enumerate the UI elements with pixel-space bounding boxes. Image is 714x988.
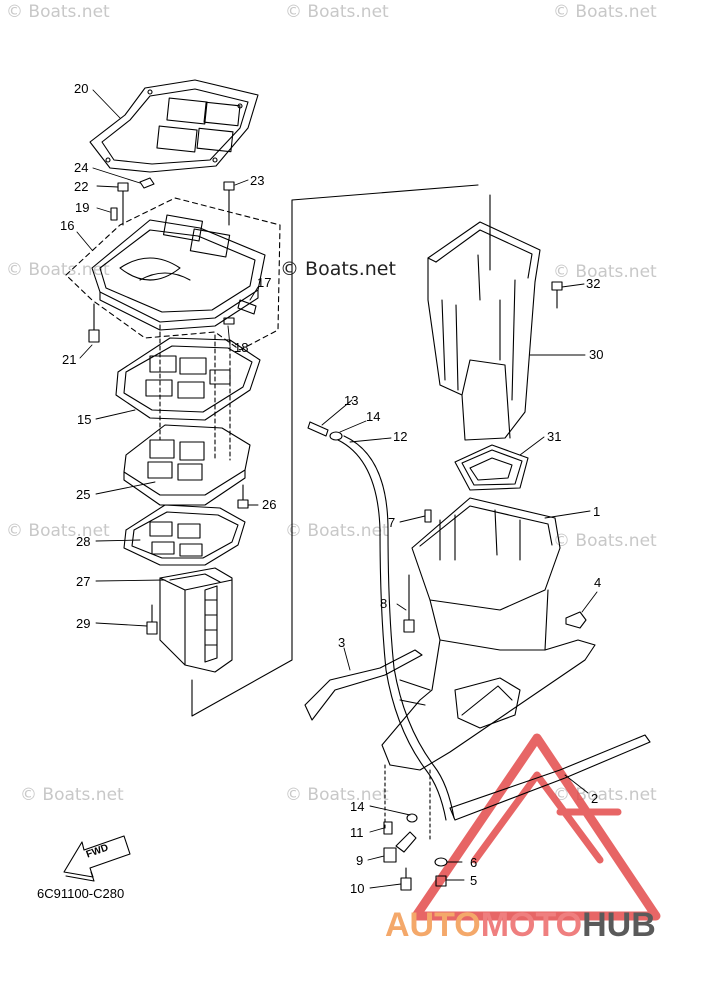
part-17-pipe: [237, 299, 257, 315]
callout-10: 10: [350, 881, 365, 896]
part-14b-clip: [406, 813, 418, 823]
callout-19: 19: [75, 200, 90, 215]
callout-26: 26: [262, 497, 277, 512]
part-30-upper-case: [427, 194, 541, 441]
leader-lines: [76, 89, 598, 889]
callout-7: 7: [388, 515, 396, 530]
callout-14: 14: [366, 409, 381, 424]
callout-23: 23: [250, 173, 265, 188]
logo-triangle: [411, 733, 661, 921]
callout-13: 13: [344, 393, 359, 408]
part-9-fitting: [383, 831, 417, 863]
part-16-dashed-box: [65, 197, 281, 351]
part-21-bolt: [88, 303, 100, 343]
callout-4: 4: [594, 575, 602, 590]
callout-28: 28: [76, 534, 91, 549]
callout-17: 17: [257, 275, 272, 290]
part-25-plate: [123, 424, 251, 506]
part-29-bolt: [146, 604, 158, 635]
callout-11: 11: [350, 825, 364, 840]
callout-20: 20: [74, 81, 89, 96]
part-12-hose: [337, 435, 455, 821]
logo-part-moto: MOTO: [480, 906, 583, 944]
diagram-code: 6C91100-C280: [37, 886, 125, 901]
automotohub-logo: AUTOMOTOHUB: [385, 906, 656, 945]
callout-15: 15: [77, 412, 92, 427]
part-14-clip: [329, 431, 343, 441]
watermark: © Boats.net: [20, 785, 124, 805]
part-8-bolt: [403, 574, 415, 633]
callout-9: 9: [356, 853, 364, 868]
callout-6: 6: [470, 855, 478, 870]
watermark: © Boats.net: [285, 785, 389, 805]
callout-24: 24: [74, 160, 89, 175]
callout-29: 29: [76, 616, 91, 631]
callout-25: 25: [76, 487, 91, 502]
watermark: © Boats.net: [6, 2, 110, 22]
part-2-strip: [449, 734, 651, 821]
part-24-pin: [139, 177, 155, 189]
part-16-exhaust-guide: [91, 214, 266, 331]
part-22-bolt: [117, 182, 129, 226]
part-32-bolt: [551, 281, 563, 309]
callout-31: 31: [547, 429, 562, 444]
callout-1: 1: [593, 504, 601, 519]
callout-16: 16: [60, 218, 75, 233]
callout-2: 2: [591, 791, 599, 806]
part-18-pin: [223, 317, 235, 325]
part-19-dowel: [110, 207, 118, 221]
watermark: © Boats.net: [553, 531, 657, 551]
callout-18: 18: [234, 340, 249, 355]
part-31-seal: [454, 444, 529, 491]
part-23-bolt: [223, 181, 235, 226]
watermark: © Boats.net: [553, 2, 657, 22]
part-20-gasket: [89, 79, 259, 173]
part-15-gasket: [115, 337, 261, 421]
logo-part-auto: AUTO: [385, 906, 481, 944]
callout-22: 22: [74, 179, 89, 194]
fwd-arrow-icon: [63, 835, 131, 882]
callout-12: 12: [393, 429, 408, 444]
watermark: © Boats.net: [6, 521, 110, 541]
watermark: © Boats.net: [285, 2, 389, 22]
part-6-washer: [434, 857, 448, 867]
callout-27: 27: [76, 574, 91, 589]
callout-14-lower: 14: [350, 799, 365, 814]
part-27-manifold: [159, 567, 233, 673]
part-3-strip: [304, 649, 423, 721]
watermark: © Boats.net: [6, 260, 110, 280]
part-7-dowel: [424, 509, 432, 523]
part-1-lower-case: [381, 497, 596, 771]
callout-30: 30: [589, 347, 604, 362]
main-watermark: © Boats.net: [280, 258, 396, 280]
watermark: © Boats.net: [285, 521, 389, 541]
callout-21: 21: [62, 352, 77, 367]
watermark: © Boats.net: [553, 262, 657, 282]
logo-part-hub: HUB: [582, 906, 656, 944]
part-4-damper: [565, 611, 587, 629]
callout-5: 5: [470, 873, 478, 888]
part-28-gasket: [123, 504, 246, 566]
callout-3: 3: [338, 635, 346, 650]
part-13-nipple: [307, 421, 329, 437]
callout-32: 32: [586, 276, 601, 291]
part-5-bolt: [435, 875, 447, 887]
part-26-bolt: [237, 484, 249, 509]
callout-8: 8: [380, 596, 388, 611]
part-10-bolt: [400, 867, 412, 891]
